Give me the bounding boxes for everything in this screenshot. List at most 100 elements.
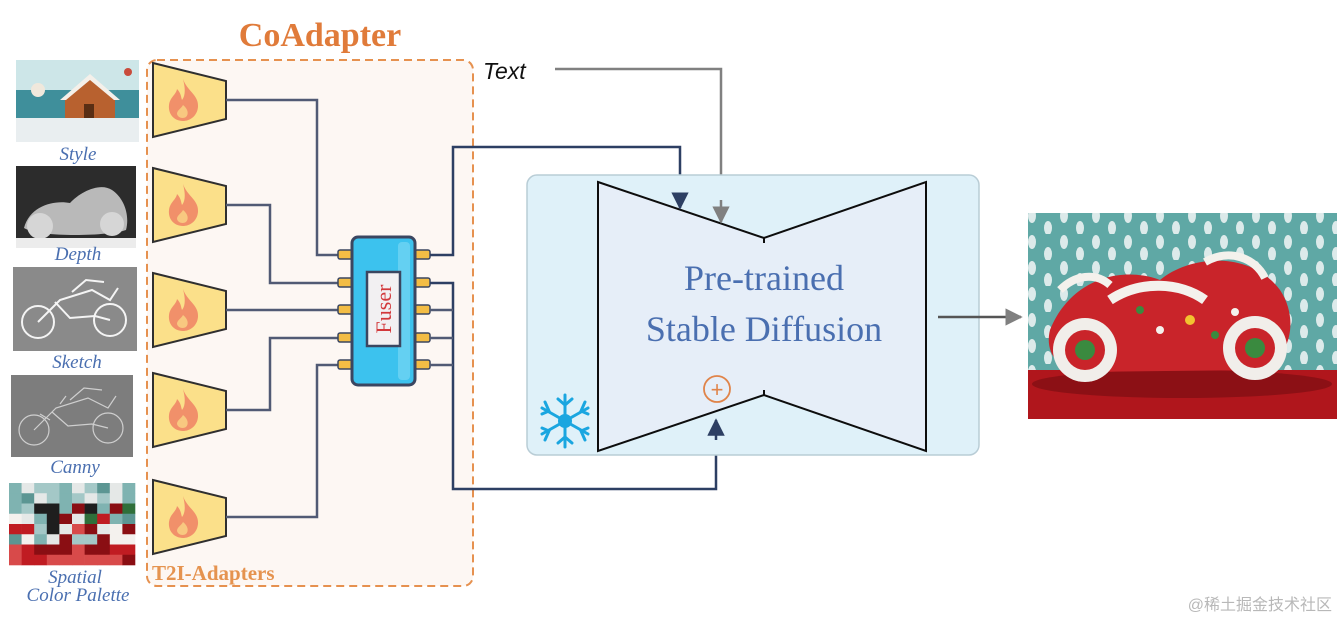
snowflake-icon [540, 393, 590, 449]
palette-cell [109, 503, 123, 515]
palette-cell [72, 534, 85, 545]
wire-canny [226, 336, 353, 412]
palette-cell [72, 554, 85, 566]
palette-cell [34, 534, 48, 545]
adapter-style [152, 61, 227, 139]
adapter-wires [226, 98, 353, 519]
palette-cell [109, 483, 123, 494]
flame-icon [168, 184, 199, 226]
color-palette-thumbnail [9, 483, 136, 566]
palette-cell [21, 534, 35, 545]
palette-cell [72, 513, 85, 525]
flame-icon [168, 496, 199, 538]
color-palette-caption: Color Palette [27, 585, 130, 606]
palette-cell [46, 503, 60, 515]
palette-cell [97, 544, 111, 556]
palette-cell [34, 493, 48, 504]
fuser-label: Fuser [371, 284, 396, 334]
palette-cell [34, 524, 48, 535]
palette-cell [59, 503, 73, 515]
palette-cell [72, 544, 85, 556]
palette-cell [59, 493, 73, 504]
sketch-caption: Sketch [52, 352, 102, 373]
flame-inner-icon [177, 210, 188, 223]
style-thumbnail [16, 60, 139, 142]
flame-inner-icon [177, 315, 188, 328]
adapter-depth [152, 166, 227, 244]
palette-cell [97, 534, 111, 545]
palette-cell [21, 503, 35, 515]
palette-cell [122, 534, 136, 545]
palette-cell [97, 513, 111, 525]
output-image [1028, 213, 1337, 419]
flame-inner-icon [177, 415, 188, 428]
palette-cell [122, 554, 136, 566]
palette-cell [59, 524, 73, 535]
palette-cell [21, 493, 35, 504]
palette-cell [122, 503, 136, 515]
palette-cell [97, 483, 111, 494]
palette-cell [9, 513, 22, 525]
palette-cell [97, 554, 111, 566]
palette-cell [59, 513, 73, 525]
palette-cell [84, 513, 98, 525]
wire-depth [226, 203, 353, 285]
canny-caption: Canny [50, 457, 100, 478]
palette-cell [109, 493, 123, 504]
adapter-palette [152, 478, 227, 556]
palette-cell [46, 513, 60, 525]
adapter-sketch [152, 271, 227, 349]
palette-cell [84, 503, 98, 515]
flame-inner-icon [177, 522, 188, 535]
palette-cell [109, 554, 123, 566]
palette-cell [46, 534, 60, 545]
depth-caption: Depth [54, 244, 101, 265]
palette-cell [34, 513, 48, 525]
text-to-diffusion-arrow [555, 67, 730, 224]
canny-thumbnail [11, 375, 133, 457]
palette-cell [72, 524, 85, 535]
spatial-caption: Spatial [48, 567, 102, 588]
palette-cell [59, 534, 73, 545]
palette-cell [109, 534, 123, 545]
palette-cell [84, 554, 98, 566]
palette-cell [97, 524, 111, 535]
palette-cell [84, 524, 98, 535]
palette-cell [97, 493, 111, 504]
palette-cell [97, 503, 111, 515]
palette-cell [59, 544, 73, 556]
flame-icon [168, 79, 199, 121]
palette-cell [72, 503, 85, 515]
palette-cell [59, 554, 73, 566]
palette-cell [9, 554, 22, 566]
watermark: @稀土掘金技术社区 [1188, 596, 1332, 614]
palette-cell [72, 483, 85, 494]
palette-cell [9, 493, 22, 504]
wire-palette [226, 363, 353, 519]
palette-cell [84, 544, 98, 556]
palette-cell [46, 483, 60, 494]
diffusion-label-line1: Pre-trained [684, 258, 844, 298]
palette-cell [46, 493, 60, 504]
palette-cell [84, 493, 98, 504]
palette-cell [109, 524, 123, 535]
palette-cell [9, 544, 22, 556]
palette-cell [109, 513, 123, 525]
palette-cell [9, 503, 22, 515]
text-input-label: Text [483, 58, 527, 84]
palette-cell [72, 493, 85, 504]
palette-cell [9, 524, 22, 535]
style-caption: Style [60, 144, 97, 165]
palette-cell [9, 534, 22, 545]
sketch-thumbnail [13, 267, 137, 351]
palette-cell [34, 554, 48, 566]
palette-cell [109, 544, 123, 556]
add-symbol: + [703, 375, 731, 403]
palette-cell [59, 483, 73, 494]
palette-cell [34, 503, 48, 515]
fuser-chip: Fuser [337, 235, 431, 387]
palette-cell [21, 524, 35, 535]
flame-icon [168, 289, 199, 331]
flame-icon [168, 389, 199, 431]
